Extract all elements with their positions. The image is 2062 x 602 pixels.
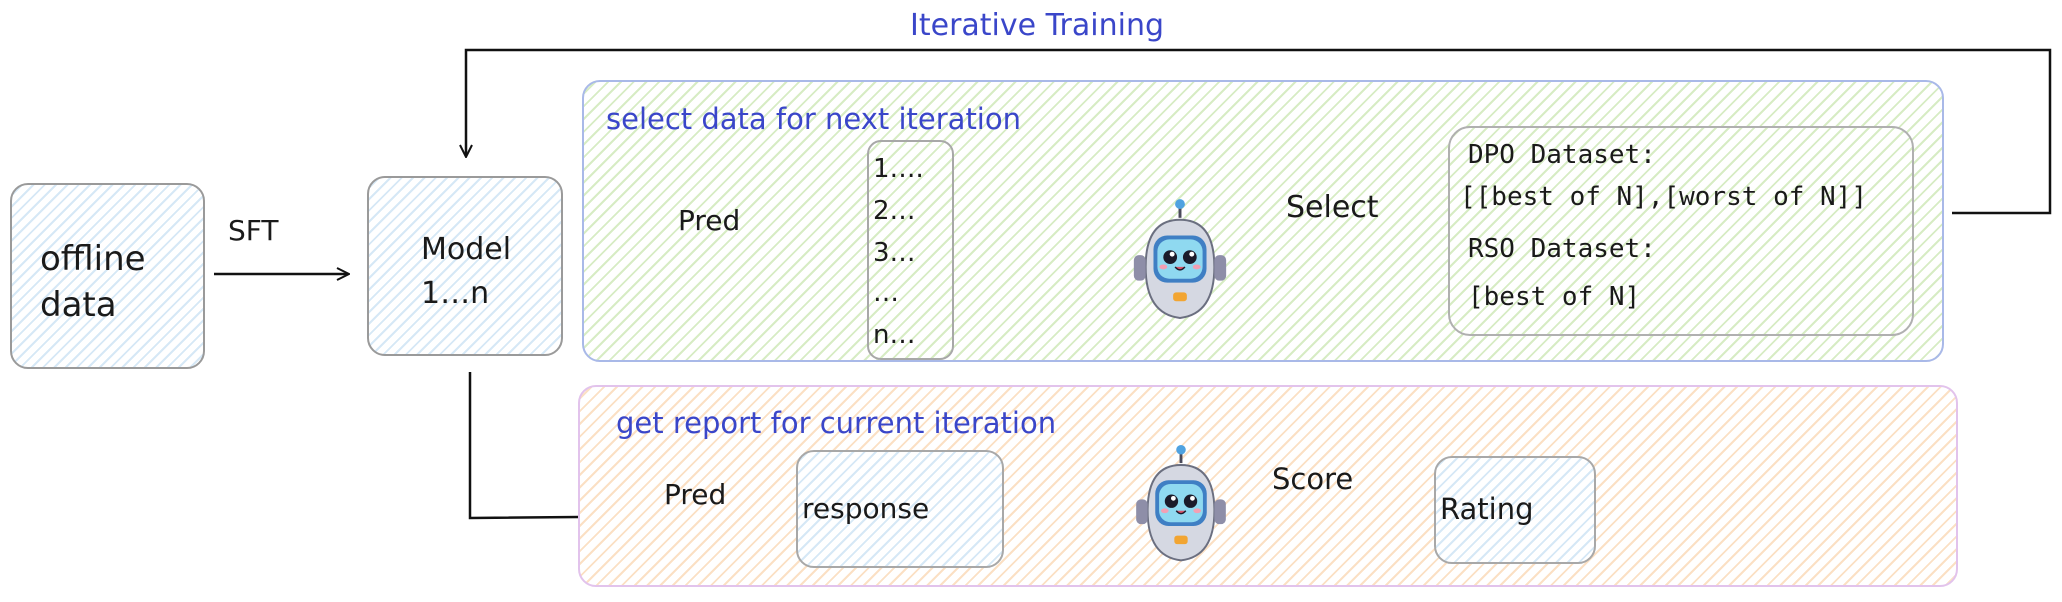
report-panel-title: get report for current iteration	[616, 406, 1057, 440]
dpo-dataset-value: [[best of N],[worst of N]]	[1460, 182, 1867, 212]
model-line1: Model	[421, 232, 512, 267]
prediction-item: n…	[873, 320, 916, 350]
score-label: Score	[1272, 462, 1354, 496]
robot-judge-icon-bottom	[1136, 444, 1226, 562]
select-panel-title: select data for next iteration	[606, 102, 1021, 136]
model-line2: 1…n	[421, 276, 490, 311]
report-pred-label: Pred	[664, 478, 727, 511]
offline-data-line1: offline	[40, 239, 146, 279]
prediction-item: 1….	[873, 154, 924, 184]
robot-judge-icon-top	[1133, 199, 1227, 319]
offline-data-line2: data	[40, 285, 117, 325]
rating-label: Rating	[1440, 492, 1534, 526]
model-box: Model 1…n	[367, 176, 563, 356]
prediction-item: …	[873, 278, 899, 308]
diagram-title: Iterative Training	[910, 8, 1165, 43]
rso-dataset-title: RSO Dataset:	[1468, 234, 1656, 264]
offline-data-box: offline data	[10, 183, 205, 369]
iterative-loop-arrow	[466, 48, 2052, 215]
dpo-dataset-title: DPO Dataset:	[1468, 140, 1656, 170]
select-label: Select	[1286, 190, 1379, 225]
select-pred-label: Pred	[678, 204, 741, 237]
rating-box: Rating	[1434, 456, 1596, 564]
prediction-list-box: 1…. 2… 3… … n…	[867, 140, 954, 360]
prediction-item: 2…	[873, 196, 916, 226]
sft-label: SFT	[228, 214, 279, 247]
response-label: response	[802, 492, 930, 525]
prediction-item: 3…	[873, 238, 916, 268]
dataset-box: DPO Dataset: [[best of N],[worst of N]] …	[1448, 126, 1914, 336]
response-box: response	[796, 450, 1004, 568]
rso-dataset-value: [best of N]	[1468, 282, 1641, 312]
